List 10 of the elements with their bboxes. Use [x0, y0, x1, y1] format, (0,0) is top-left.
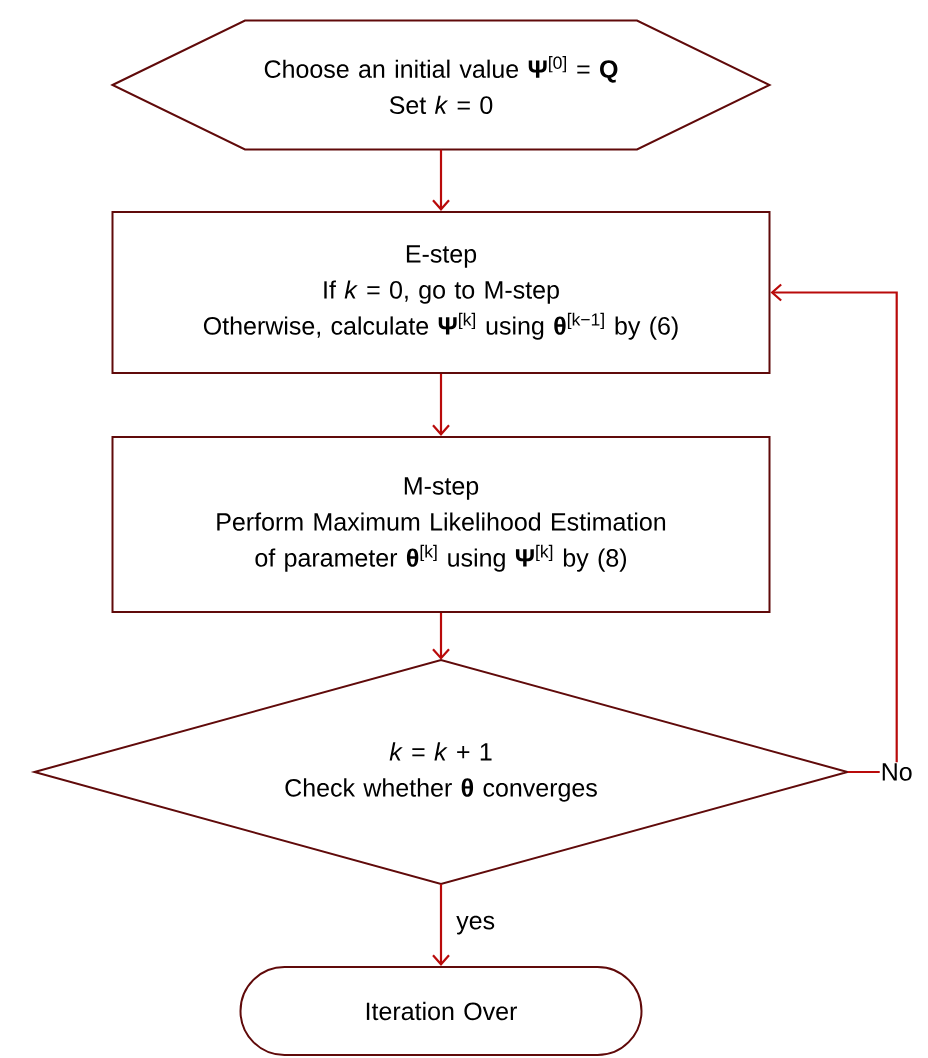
arrow — [432, 613, 450, 660]
arrow — [432, 149, 450, 211]
arrow — [770, 283, 898, 774]
process-box: E-step If k = 0, go to M-step Otherwise, calculate Ψ$^{[k]}$ using θ$^{[k−1]}$ by (6) — [111, 211, 771, 374]
edge-label: yes — [455, 914, 497, 936]
terminal-box: Iteration Over — [239, 966, 643, 1056]
process-box: M-step Perform Maximum Likelihood Estimation of parameter θ$^{[k]}$ using Ψ$^{[k]}$ by (8) — [111, 436, 771, 613]
arrow — [432, 374, 450, 436]
edge-label: No — [879, 762, 914, 782]
arrow — [432, 884, 450, 966]
